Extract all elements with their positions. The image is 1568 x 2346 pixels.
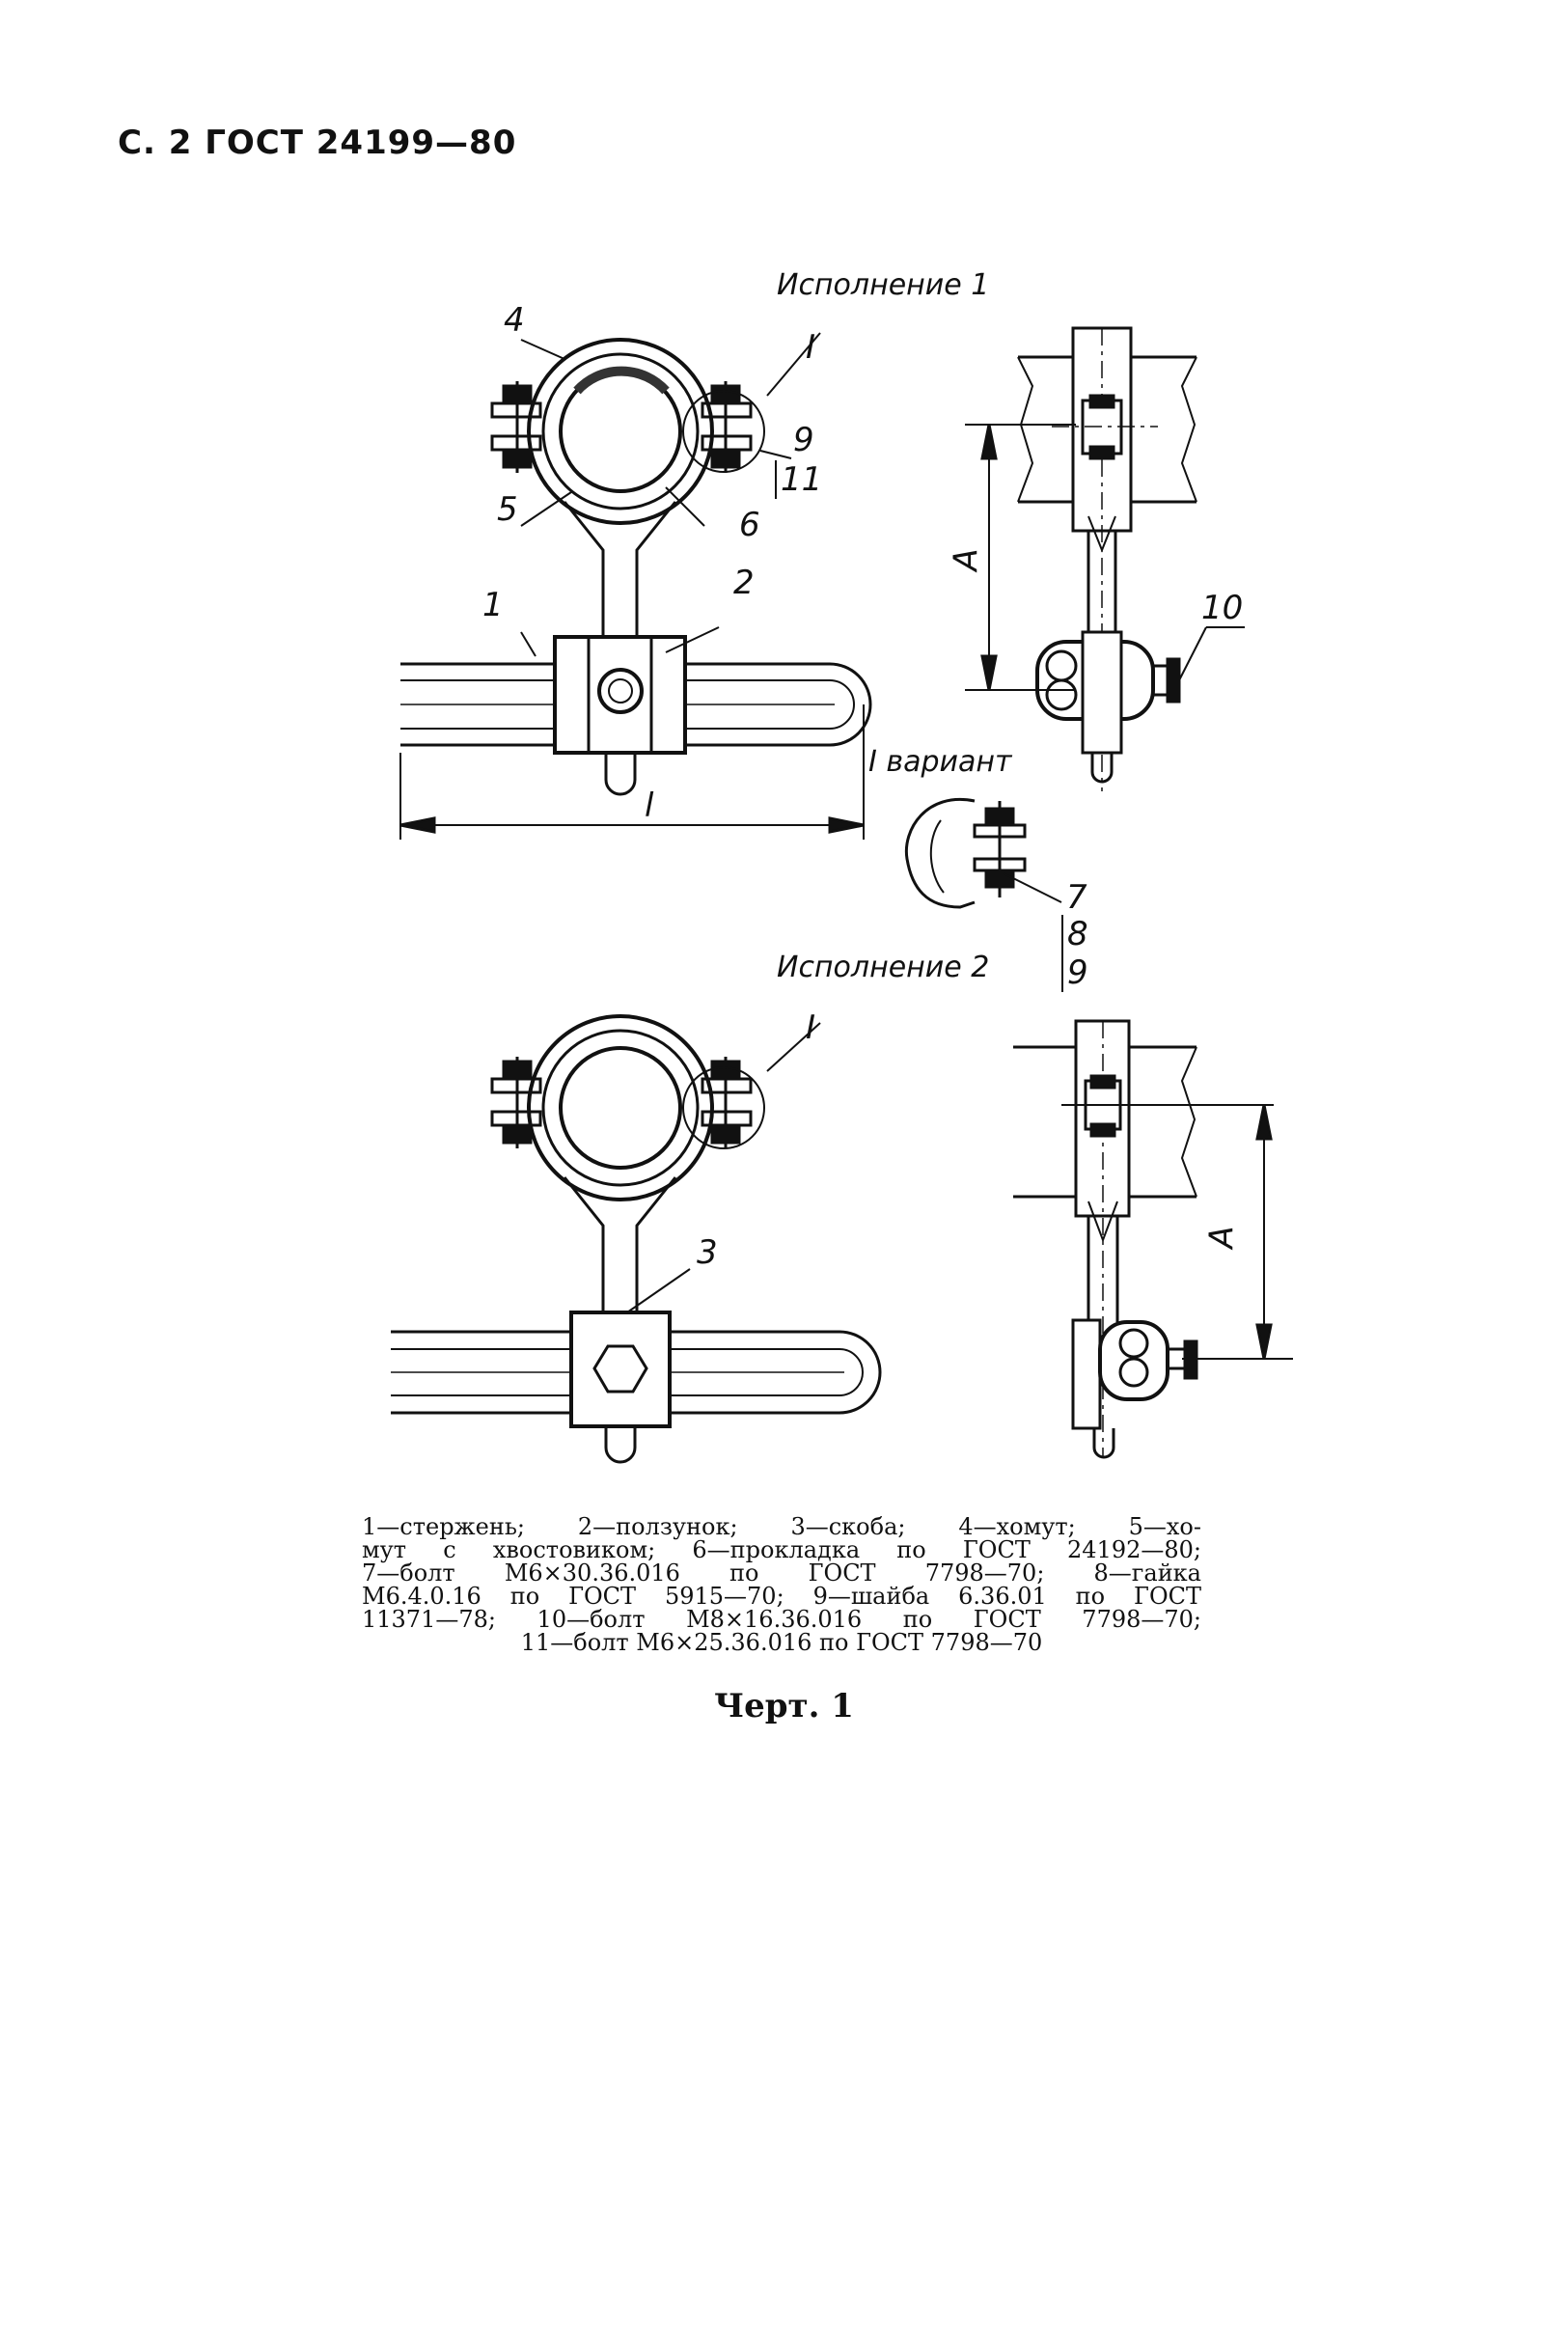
label-4: 4 (504, 301, 525, 340)
exec1-leaders (520, 332, 821, 657)
legend-line: мут с хвостовиком; 6—прокладка по ГОСТ 2… (362, 1536, 1201, 1563)
label-7: 7 (1066, 878, 1087, 917)
figure-caption: Черт. 1 (714, 1687, 854, 1725)
label-dim-l: l (645, 787, 654, 825)
execution-1-title: Исполнение 1 (777, 268, 990, 302)
label-dim-A-1: A (947, 548, 986, 571)
label-9-variant: 9 (1061, 953, 1088, 992)
legend-line: 1—стержень; 2—ползунок; 3—скоба; 4—хомут… (362, 1513, 1201, 1540)
legend-line: 11—болт М6×25.36.016 по ГОСТ 7798—70 (520, 1629, 1043, 1656)
label-10: 10 (1201, 589, 1244, 627)
label-1: 1 (482, 586, 504, 624)
exec2-side-view (1013, 1019, 1293, 1459)
label-11: 11 (775, 460, 822, 499)
exec2-leaders (626, 1022, 821, 1313)
label-roman-I: I (806, 328, 816, 367)
figure-legend: 1—стержень; 2—ползунок; 3—скоба; 4—хомут… (362, 1515, 1201, 1654)
exec1-side-view (965, 326, 1245, 791)
variant-title: I вариант (868, 745, 1012, 779)
execution-2-title: Исполнение 2 (777, 951, 990, 984)
label-2: 2 (733, 564, 755, 602)
label-5: 5 (497, 490, 518, 529)
exec2-front-view (391, 1014, 882, 1464)
label-dim-A-2: A (1202, 1226, 1242, 1249)
variant-detail (904, 798, 1062, 909)
exec1-front-view (399, 338, 872, 840)
label-roman-I-2: I (806, 1008, 816, 1047)
legend-line: М6.4.0.16 по ГОСТ 5915—70; 9—шайба 6.36.… (362, 1583, 1201, 1610)
label-9: 9 (793, 421, 814, 459)
page-header: С. 2 ГОСТ 24199—80 (118, 124, 517, 162)
legend-line: 7—болт М6×30.36.016 по ГОСТ 7798—70; 8—г… (362, 1559, 1201, 1587)
label-6: 6 (739, 506, 760, 544)
label-8: 8 (1061, 915, 1088, 953)
legend-line: 11371—78; 10—болт М8×16.36.016 по ГОСТ 7… (362, 1606, 1201, 1633)
label-3: 3 (697, 1233, 718, 1272)
